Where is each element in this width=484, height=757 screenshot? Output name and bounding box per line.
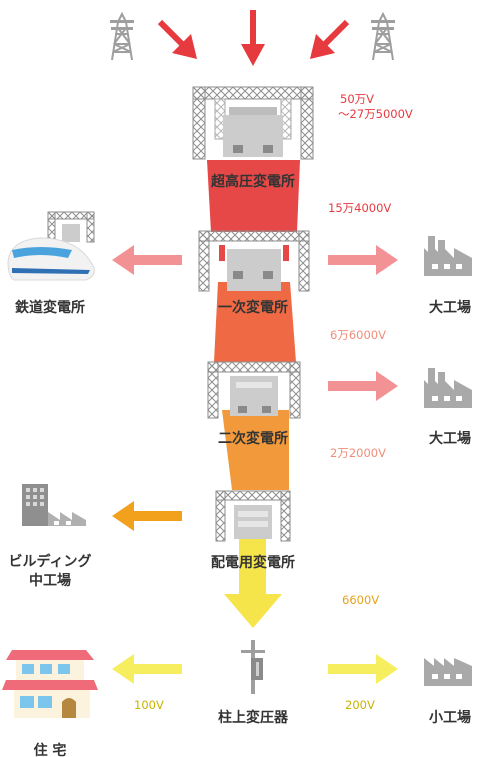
voltage-stage-66kv xyxy=(214,282,296,362)
incoming-arrow-left xyxy=(157,19,197,59)
voltage-200v: 200V xyxy=(345,698,375,712)
substation-label-primary: 一次変電所 xyxy=(218,299,288,316)
down-arrow xyxy=(224,594,282,628)
voltage-66kv: 6万6000V xyxy=(330,328,386,342)
voltage-stage-154kv xyxy=(207,160,300,232)
small-factory-label: 小工場 xyxy=(429,709,471,726)
voltage-100v: 100V xyxy=(134,698,164,712)
voltage-6600v: 6600V xyxy=(342,593,379,607)
large-factory-label-2: 大工場 xyxy=(429,430,471,447)
arrow-icon xyxy=(328,654,398,684)
arrow-icon xyxy=(112,654,182,684)
bullet-train-icon xyxy=(7,237,95,281)
house-icon xyxy=(2,650,98,718)
incoming-arrow-center xyxy=(241,10,265,66)
voltage-incoming-line1: 50万V xyxy=(340,92,374,106)
substation-label-secondary: 二次変電所 xyxy=(218,430,288,447)
transmission-tower-icon xyxy=(110,11,134,61)
factory-icon xyxy=(424,368,472,408)
substation-icon xyxy=(192,86,314,160)
substation-label-super-high: 超高圧変電所 xyxy=(210,173,295,190)
pole-transformer-label: 柱上変圧器 xyxy=(218,709,289,726)
incoming-arrow-right xyxy=(310,19,350,59)
arrow-icon xyxy=(328,245,398,275)
voltage-stage-22kv xyxy=(222,410,289,490)
house-label: 住 宅 xyxy=(34,742,67,757)
substation-label-distribution: 配電用変電所 xyxy=(211,554,295,571)
substation-icon xyxy=(207,361,301,419)
substation-icon xyxy=(215,490,291,542)
transmission-tower-icon xyxy=(371,11,395,61)
building-label: ビルディング xyxy=(8,553,91,570)
substation-icon xyxy=(47,211,95,243)
large-factory-label-1: 大工場 xyxy=(429,299,471,316)
arrow-icon xyxy=(112,245,182,275)
voltage-incoming-line2: ～27万5000V xyxy=(338,107,413,121)
factory-icon xyxy=(424,658,472,686)
building-icon xyxy=(22,484,86,526)
utility-pole-icon xyxy=(241,640,265,694)
arrow-icon xyxy=(328,371,398,401)
arrow-icon xyxy=(112,501,182,531)
factory-icon xyxy=(424,236,472,276)
voltage-154kv: 15万4000V xyxy=(328,201,391,215)
voltage-stage-6600v xyxy=(239,538,266,598)
voltage-22kv: 2万2000V xyxy=(330,446,386,460)
railway-substation-label: 鉄道変電所 xyxy=(15,299,85,316)
substation-icon xyxy=(198,230,310,292)
mid-factory-label: 中工場 xyxy=(29,572,71,589)
